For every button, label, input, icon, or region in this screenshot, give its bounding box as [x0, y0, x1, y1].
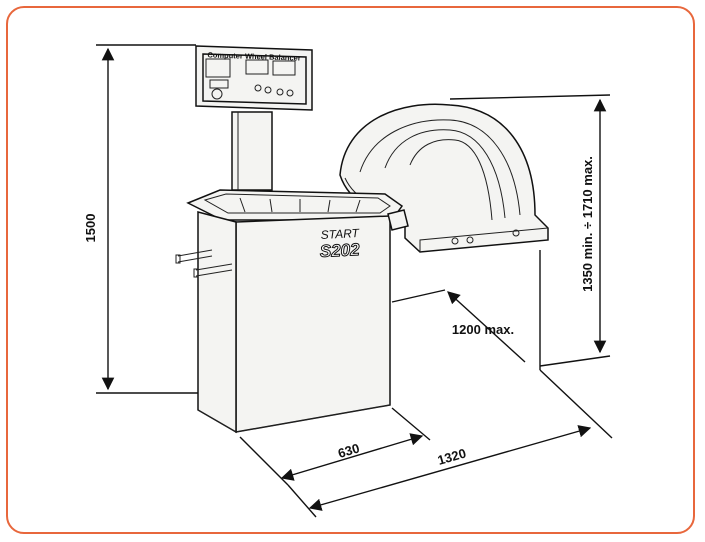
- cabinet: [186, 189, 409, 434]
- brand-label: START: [320, 226, 361, 242]
- dimension-wheel-diameter-label: 1200 max.: [452, 322, 514, 337]
- dimension-height-total-label: 1500: [83, 214, 98, 243]
- display-panel: [195, 45, 313, 111]
- dimension-wheel-diameter: [391, 289, 526, 363]
- wheel-guard: [339, 103, 549, 253]
- dimension-depth-label: 630: [336, 440, 361, 461]
- dimension-width-total: [287, 369, 613, 518]
- panel-title: Computer Wheel Balancer: [207, 50, 301, 62]
- model-label: S202: [319, 240, 360, 261]
- dimension-wheel-height: [449, 94, 611, 370]
- dimension-wheel-height-label: 1350 min. ÷ 1710 max.: [580, 156, 595, 292]
- side-pins: [175, 249, 233, 278]
- diagram-frame: [6, 6, 695, 534]
- display-post: [231, 111, 273, 191]
- dimension-height-total: [96, 44, 198, 394]
